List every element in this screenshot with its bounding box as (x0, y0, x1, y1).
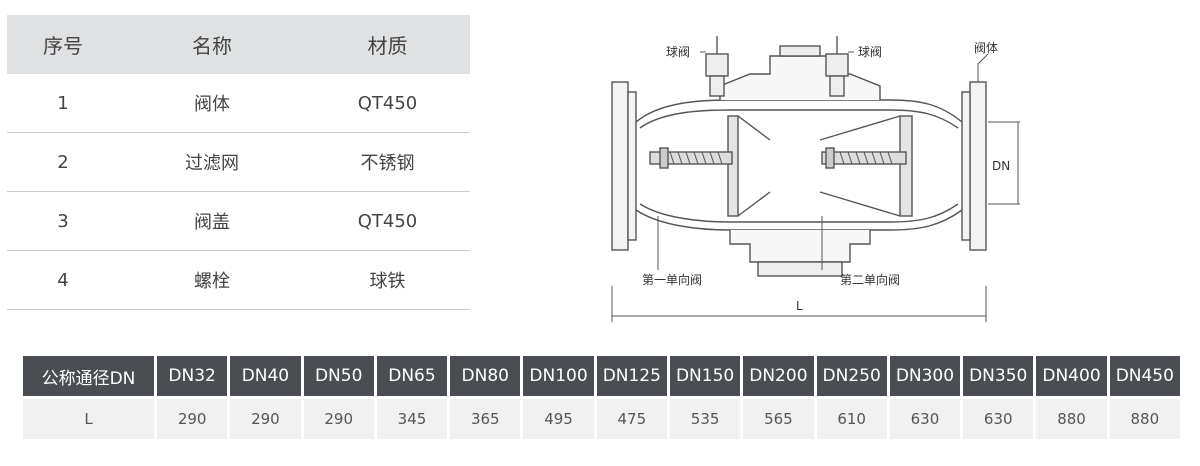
dn-header-cell: DN450 (1109, 356, 1180, 396)
row-material: QT450 (305, 74, 470, 133)
dn-header-cell: DN125 (596, 356, 667, 396)
row-material: 球铁 (305, 250, 470, 310)
dn-header-cell: DN350 (963, 356, 1034, 396)
dn-header-cell: DN65 (376, 356, 448, 396)
length-row-label: L (23, 396, 154, 439)
length-value-cell: 535 (669, 396, 741, 439)
header-material: 材质 (305, 15, 470, 74)
dn-header-label: 公称通径DN (23, 356, 154, 396)
length-value-cell: 365 (450, 396, 521, 439)
length-value-cell: 345 (376, 396, 448, 439)
row-material: QT450 (305, 191, 470, 251)
row-name: 螺栓 (119, 250, 305, 310)
dn-header-cell: DN50 (303, 356, 374, 396)
dn-header-cell: DN250 (816, 356, 887, 396)
label-second-check-valve: 第二单向阀 (840, 272, 900, 287)
dn-header-cell: DN400 (1036, 356, 1107, 396)
length-value-cell: 880 (1036, 396, 1107, 439)
label-length: L (796, 299, 803, 313)
length-value-cell: 290 (230, 396, 301, 439)
length-value-cell: 290 (303, 396, 374, 439)
row-index: 4 (7, 250, 119, 310)
length-value-cell: 290 (157, 396, 228, 439)
label-valve-body: 阀体 (974, 41, 998, 55)
row-name: 过滤网 (119, 132, 305, 192)
dn-header-cell: DN300 (889, 356, 961, 396)
row-name: 阀盖 (119, 191, 305, 251)
length-value-cell: 565 (743, 396, 814, 439)
row-index: 3 (7, 191, 119, 251)
dn-header-cell: DN40 (230, 356, 301, 396)
length-value-cell: 475 (596, 396, 667, 439)
label-dn: DN (992, 159, 1010, 173)
row-material: 不锈钢 (305, 132, 470, 192)
dn-header-cell: DN100 (523, 356, 594, 396)
dn-header-cell: DN150 (669, 356, 741, 396)
table-row: 1 阀体 QT450 (7, 74, 470, 133)
label-ball-valve-left: 球阀 (666, 45, 690, 59)
materials-table: 序号 名称 材质 1 阀体 QT450 2 过滤网 不锈钢 3 阀盖 QT450… (7, 15, 470, 310)
label-first-check-valve: 第一单向阀 (642, 272, 702, 287)
valve-diagram: 球阀 球阀 阀体 DN 第一单向阀 第二单向阀 L (611, 36, 1020, 322)
row-index: 1 (7, 74, 119, 133)
dn-header-cell: DN32 (157, 356, 228, 396)
table-row: 4 螺栓 球铁 (7, 250, 470, 310)
table-row: 3 阀盖 QT450 (7, 191, 470, 251)
length-value-cell: 495 (523, 396, 594, 439)
length-value-cell: 630 (963, 396, 1034, 439)
length-value-cell: 610 (816, 396, 887, 439)
dn-header-cell: DN80 (450, 356, 521, 396)
dn-header-cell: DN200 (743, 356, 814, 396)
header-name: 名称 (119, 15, 305, 74)
label-ball-valve-right: 球阀 (858, 45, 882, 59)
row-index: 2 (7, 132, 119, 192)
length-value-cell: 880 (1109, 396, 1180, 439)
table-row: 2 过滤网 不锈钢 (7, 132, 470, 192)
header-index: 序号 (7, 15, 119, 74)
materials-header-row: 序号 名称 材质 (7, 15, 470, 74)
length-value-cell: 630 (889, 396, 961, 439)
row-name: 阀体 (119, 74, 305, 133)
